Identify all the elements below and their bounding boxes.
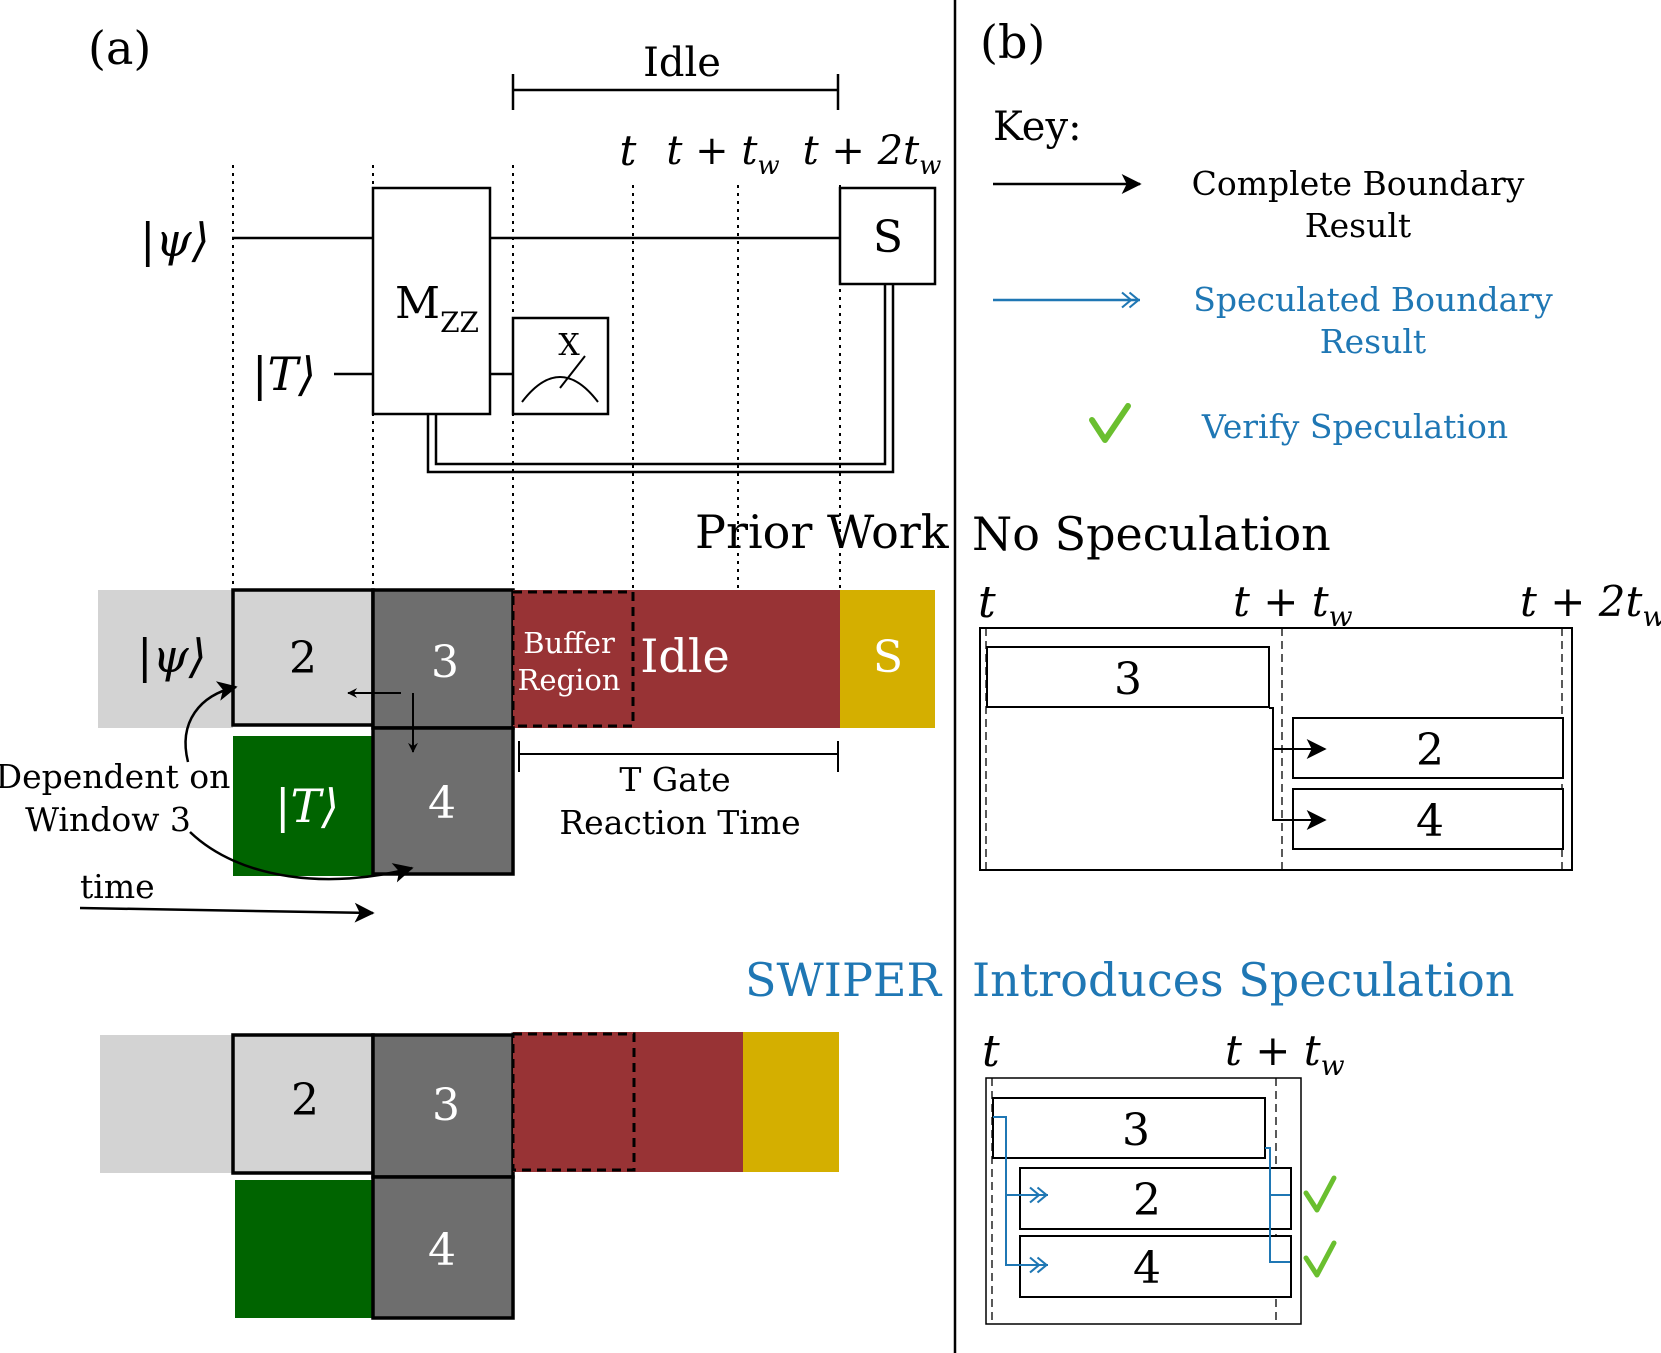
idle-block-label: Idle xyxy=(640,629,730,683)
buffer-label-1: Buffer xyxy=(523,626,615,660)
psi-block-label: |ψ⟩ xyxy=(137,629,207,683)
swiper-window-3-label: 3 xyxy=(432,1080,460,1131)
spec-window-3 xyxy=(992,1097,1266,1159)
dependency-arrow-down xyxy=(189,831,414,883)
psi-ket: |ψ⟩ xyxy=(140,213,210,267)
no-spec-t: t xyxy=(978,577,996,628)
window-2-label: 2 xyxy=(289,633,317,684)
window-4-label: 4 xyxy=(428,778,456,829)
spec-window-2-label: 2 xyxy=(1133,1175,1161,1226)
time-label-t-tw: t + tw xyxy=(666,128,779,181)
no-spec-title: No Speculation xyxy=(972,507,1331,561)
psi-block xyxy=(98,590,233,728)
idle-label: Idle xyxy=(643,40,721,86)
swiper-window-2-block xyxy=(231,1033,375,1175)
checkmark-icon xyxy=(1303,1175,1337,1213)
swiper-t-block xyxy=(235,1180,373,1318)
time-arrow-label: time xyxy=(80,867,155,906)
key-title: Key: xyxy=(993,104,1082,150)
dependent-label-2: Window 3 xyxy=(25,800,191,839)
time-arrow xyxy=(79,902,375,923)
spec-arrow-to-2 xyxy=(993,1116,1049,1204)
checkmark-icon xyxy=(1089,403,1131,443)
window-4-block xyxy=(371,726,515,876)
time-label-t: t xyxy=(620,126,637,175)
no-spec-window-4-label: 4 xyxy=(1416,796,1444,847)
dependency-arrow-up xyxy=(184,681,238,763)
time-label-t-2tw: t + 2tw xyxy=(803,128,942,181)
swiper-window-2-label: 2 xyxy=(291,1075,319,1126)
spec-window-3-label: 3 xyxy=(1122,1105,1150,1156)
x-measurement-label: X xyxy=(558,328,580,363)
spec-window-2 xyxy=(1019,1167,1292,1230)
key-complete-line-1: Complete Boundary xyxy=(1192,164,1525,203)
no-spec-window-2 xyxy=(1292,717,1564,779)
window-2-block xyxy=(231,588,375,727)
window-3-label: 3 xyxy=(431,637,459,688)
swiper-title: SWIPER xyxy=(745,953,942,1007)
dependent-label-1: Dependent on xyxy=(0,757,230,796)
panel-a: (a) Idle t t + tw t + 2tw |ψ⟩ |T⟩ MZZ X xyxy=(0,21,950,1320)
s-block-label: S xyxy=(873,632,903,683)
meter-needle xyxy=(559,355,586,389)
no-spec-window-3 xyxy=(986,646,1270,708)
mzz-label: MZZ xyxy=(395,278,479,339)
t-ket: |T⟩ xyxy=(252,347,316,401)
key-verify-label: Verify Speculation xyxy=(1201,407,1508,446)
prior-work-blocks: |ψ⟩ 2 3 Buffer Region Idle S |T⟩ 4 xyxy=(98,588,935,876)
verify-link xyxy=(1265,1147,1290,1263)
s-gate xyxy=(838,186,937,286)
x-measurement xyxy=(511,316,610,416)
key-speculated-line-2: Result xyxy=(1320,322,1426,361)
checkmark-icon xyxy=(1303,1240,1337,1278)
panel-b: (b) Key: Complete Boundary Result Specul… xyxy=(972,15,1661,1325)
buffer-region xyxy=(511,590,635,728)
idle-red-block xyxy=(513,590,840,728)
swiper-psi-block xyxy=(100,1035,233,1173)
time-guides xyxy=(232,165,841,590)
swiper-buffer-region xyxy=(511,1032,636,1172)
s-gate-label: S xyxy=(873,212,903,263)
reaction-label-2: Reaction Time xyxy=(559,803,800,842)
no-spec-arrow-to-2 xyxy=(1269,707,1327,759)
buffer-label-2: Region xyxy=(518,663,621,697)
meter-arc xyxy=(521,376,599,403)
spec-t-tw: t + tw xyxy=(1225,1026,1345,1082)
swiper-idle-block xyxy=(513,1032,743,1172)
no-spec-t-tw: t + tw xyxy=(1233,577,1353,633)
spec-t: t xyxy=(982,1026,1000,1077)
spec-window-4-label: 4 xyxy=(1133,1243,1161,1294)
no-spec-frame xyxy=(979,627,1573,871)
panel-b-label: (b) xyxy=(980,15,1045,69)
mzz-gate xyxy=(371,186,492,416)
key-speculated-line-1: Speculated Boundary xyxy=(1193,280,1553,319)
panel-a-label: (a) xyxy=(88,21,151,75)
t-state-block-label: |T⟩ xyxy=(275,779,339,833)
swiper-window-4-block xyxy=(371,1175,515,1320)
s-block xyxy=(840,590,935,728)
swiper-s-block xyxy=(743,1032,839,1172)
no-spec-window-3-label: 3 xyxy=(1114,654,1142,705)
reaction-label-1: T Gate xyxy=(619,760,730,799)
key-complete-line-2: Result xyxy=(1305,206,1411,245)
spec-arrow-to-4 xyxy=(1005,1195,1049,1274)
classical-wire-inner xyxy=(434,284,887,466)
classical-wire-outer xyxy=(426,284,895,474)
spec-title: Introduces Speculation xyxy=(972,953,1514,1007)
no-spec-window-2-label: 2 xyxy=(1416,725,1444,776)
no-spec-t-2tw: t + 2tw xyxy=(1520,577,1661,633)
prior-work-title: Prior Work xyxy=(695,505,950,559)
t-state-block xyxy=(233,736,373,876)
no-spec-arrow-to-4 xyxy=(1272,749,1327,830)
swiper-window-4-label: 4 xyxy=(428,1225,456,1276)
spec-window-4 xyxy=(1019,1235,1292,1298)
swiper-blocks: 2 3 4 xyxy=(100,1032,839,1320)
spec-frame xyxy=(985,1077,1302,1325)
